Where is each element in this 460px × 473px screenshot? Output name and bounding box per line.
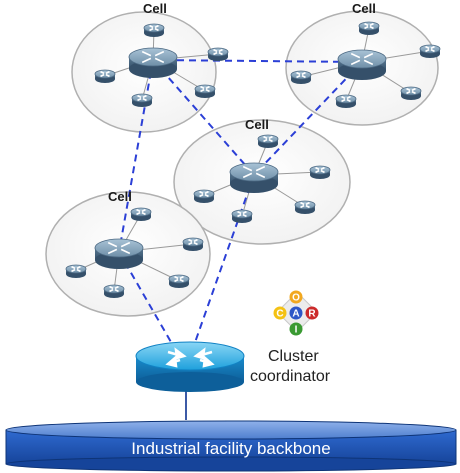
end-node-13 [193,189,215,203]
end-node-10 [400,86,422,100]
end-node-1 [143,23,165,37]
end-node-16 [130,207,152,221]
cell-1-router [128,47,178,78]
logo-letter-a [289,306,303,320]
coordinator-label-line2: coordinator [250,368,331,385]
end-node-7 [419,44,441,58]
end-node-17 [182,237,204,251]
logo-letter-c [273,306,287,320]
end-nodes [65,21,441,298]
logo-letter-o [289,290,303,304]
end-node-5 [194,84,216,98]
end-node-4 [131,93,153,107]
logo-i-text: I [295,325,298,336]
logo-a-text: A [292,309,299,320]
link-cell1-cell3 [152,59,255,176]
logo-c-text: C [276,309,283,320]
end-node-3 [94,69,116,83]
link-cell3-coordinator [185,174,255,369]
logo-letter-r [305,306,319,320]
end-node-19 [103,284,125,298]
cell-2-label: Cell [352,1,376,16]
cluster-coordinator-hub [135,341,245,392]
link-cell2-cell3 [253,61,363,176]
cell-2-router [337,49,387,80]
link-cell1-cell2 [152,59,363,63]
cell-routers [94,47,387,269]
backbone-bus: Industrial facility backbone [5,420,457,472]
end-node-6 [358,21,380,35]
end-node-15 [294,200,316,214]
end-node-12 [309,165,331,179]
end-node-20 [168,274,190,288]
end-node-9 [335,94,357,108]
ocari-logo: O C A R I [273,290,319,336]
end-node-18 [65,264,87,278]
cell-4-router [94,238,144,269]
backbone-label: Industrial facility backbone [131,439,330,458]
end-node-14 [231,209,253,223]
coordinator-label-line1: Cluster [268,348,319,365]
end-node-8 [290,70,312,84]
logo-letter-i [289,322,303,336]
cell-3-label: Cell [245,117,269,132]
end-node-11 [257,134,279,148]
logo-r-text: R [308,309,316,320]
cell-1-label: Cell [143,1,167,16]
link-cell1-cell4 [118,59,154,253]
logo-o-text: O [292,293,300,304]
cell-3-router [229,162,279,193]
cell-4-label: Cell [108,189,132,204]
end-node-2 [207,47,229,61]
